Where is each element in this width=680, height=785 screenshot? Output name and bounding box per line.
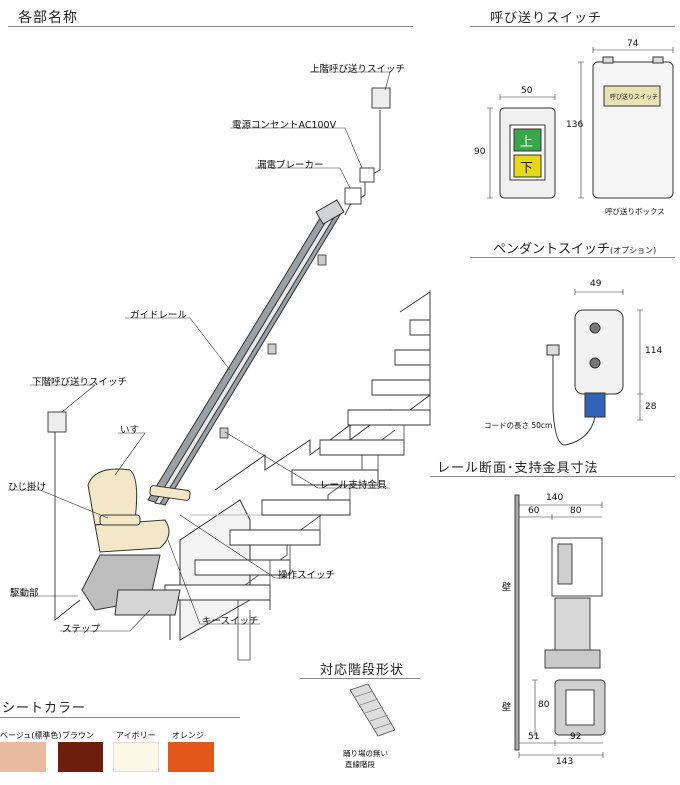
divider xyxy=(300,678,420,679)
label-key-switch: キースイッチ xyxy=(202,616,259,627)
seat-color-label-orange: オレンジ xyxy=(172,731,204,740)
label-upper-call-switch: 上階呼び送りスイッチ xyxy=(310,64,406,75)
label-drive: 駆動部 xyxy=(10,588,39,599)
call-box-label: 呼び送りボックス xyxy=(605,207,665,216)
dim-pendant-height: 114 xyxy=(645,346,663,356)
wall-wiring xyxy=(47,87,391,621)
pendant-dims xyxy=(574,289,643,421)
seat-color-swatch-orange xyxy=(168,742,214,772)
section-title-pendant: ペンダントスイッチ xyxy=(493,242,611,257)
call-box xyxy=(592,56,674,199)
section-title-seat-color: シートカラー xyxy=(2,701,87,716)
guide-rail xyxy=(147,199,345,506)
dim-call-width: 50 xyxy=(521,86,533,96)
stairs-note-line1: 踊り場の無い xyxy=(343,749,388,758)
section-title-stairs: 対応階段形状 xyxy=(320,663,405,678)
section-title-call-switch: 呼び送りスイッチ xyxy=(490,11,603,26)
label-armrest: ひじ掛け xyxy=(8,482,47,493)
seat-color-label-brown: ブラウン xyxy=(62,731,94,740)
dim-pendant-bottom: 28 xyxy=(645,402,657,412)
label-rail-bracket: レール支持金具 xyxy=(320,480,387,491)
label-guide-rail: ガイドレール xyxy=(130,310,188,321)
seat-color-swatch-beige xyxy=(0,742,46,772)
divider xyxy=(8,26,413,27)
stair-risers xyxy=(237,290,431,661)
label-outlet: 電源コンセントAC100V xyxy=(232,120,337,131)
dim-bracket-height: 80 xyxy=(538,700,550,710)
stairs-shape-icon xyxy=(349,683,396,737)
label-breaker: 漏電ブレーカー xyxy=(257,160,324,171)
call-switch-dims xyxy=(487,94,556,199)
divider xyxy=(470,26,675,27)
dim-box-height: 136 xyxy=(566,120,584,130)
call-box-plate: 呼び送りスイッチ xyxy=(610,94,659,101)
pendant-switch xyxy=(546,309,624,446)
rail-section xyxy=(514,494,606,751)
pendant-option-note: (オプション) xyxy=(610,246,657,255)
rail-dims xyxy=(518,502,604,758)
divider xyxy=(470,257,675,258)
label-lower-call-switch: 下階呼び送りスイッチ xyxy=(32,377,128,388)
call-box-dims xyxy=(578,47,674,199)
label-wall: 壁 xyxy=(502,583,512,593)
seat-color-swatch-ivory xyxy=(113,742,159,772)
stair-steps xyxy=(164,319,431,640)
call-down-button-label: 下 xyxy=(520,161,534,176)
seat-color-label-beige: ベージュ(標準色) xyxy=(0,731,62,740)
call-up-button-label: 上 xyxy=(520,135,534,150)
dim-bracket-92: 92 xyxy=(570,732,582,742)
dim-pendant-width: 49 xyxy=(590,279,602,289)
stairs-note-line2: 直線階段 xyxy=(345,760,375,769)
seat-color-label-ivory: アイボリー xyxy=(116,731,156,740)
dim-box-width: 74 xyxy=(627,39,639,49)
section-title-rail-section: レール断面･支持金具寸法 xyxy=(437,461,599,476)
seat-color-swatch-brown xyxy=(58,742,103,772)
chair xyxy=(81,468,191,616)
label-wall-2: 壁 xyxy=(502,703,512,713)
dim-bracket-51: 51 xyxy=(528,732,540,742)
call-switch-plate xyxy=(499,107,556,199)
label-chair: いす xyxy=(120,425,140,436)
leader-lines xyxy=(8,71,391,632)
label-operation-switch: 操作スイッチ xyxy=(278,570,336,581)
rail-brackets xyxy=(219,254,327,439)
dim-rail-left: 60 xyxy=(528,506,540,516)
section-title-parts: 各部名称 xyxy=(18,10,78,26)
dim-bracket-143: 143 xyxy=(556,757,574,767)
divider xyxy=(430,476,675,477)
divider xyxy=(0,717,240,718)
dim-rail-right: 80 xyxy=(570,506,582,516)
dim-call-height: 90 xyxy=(474,147,486,157)
section-title-pendant-wrap: ペンダントスイッチ(オプション) xyxy=(493,238,656,257)
dim-rail-total: 140 xyxy=(546,493,564,503)
label-step: ステップ xyxy=(62,624,101,635)
pendant-cord-length: コードの長さ 50cm xyxy=(484,421,553,430)
